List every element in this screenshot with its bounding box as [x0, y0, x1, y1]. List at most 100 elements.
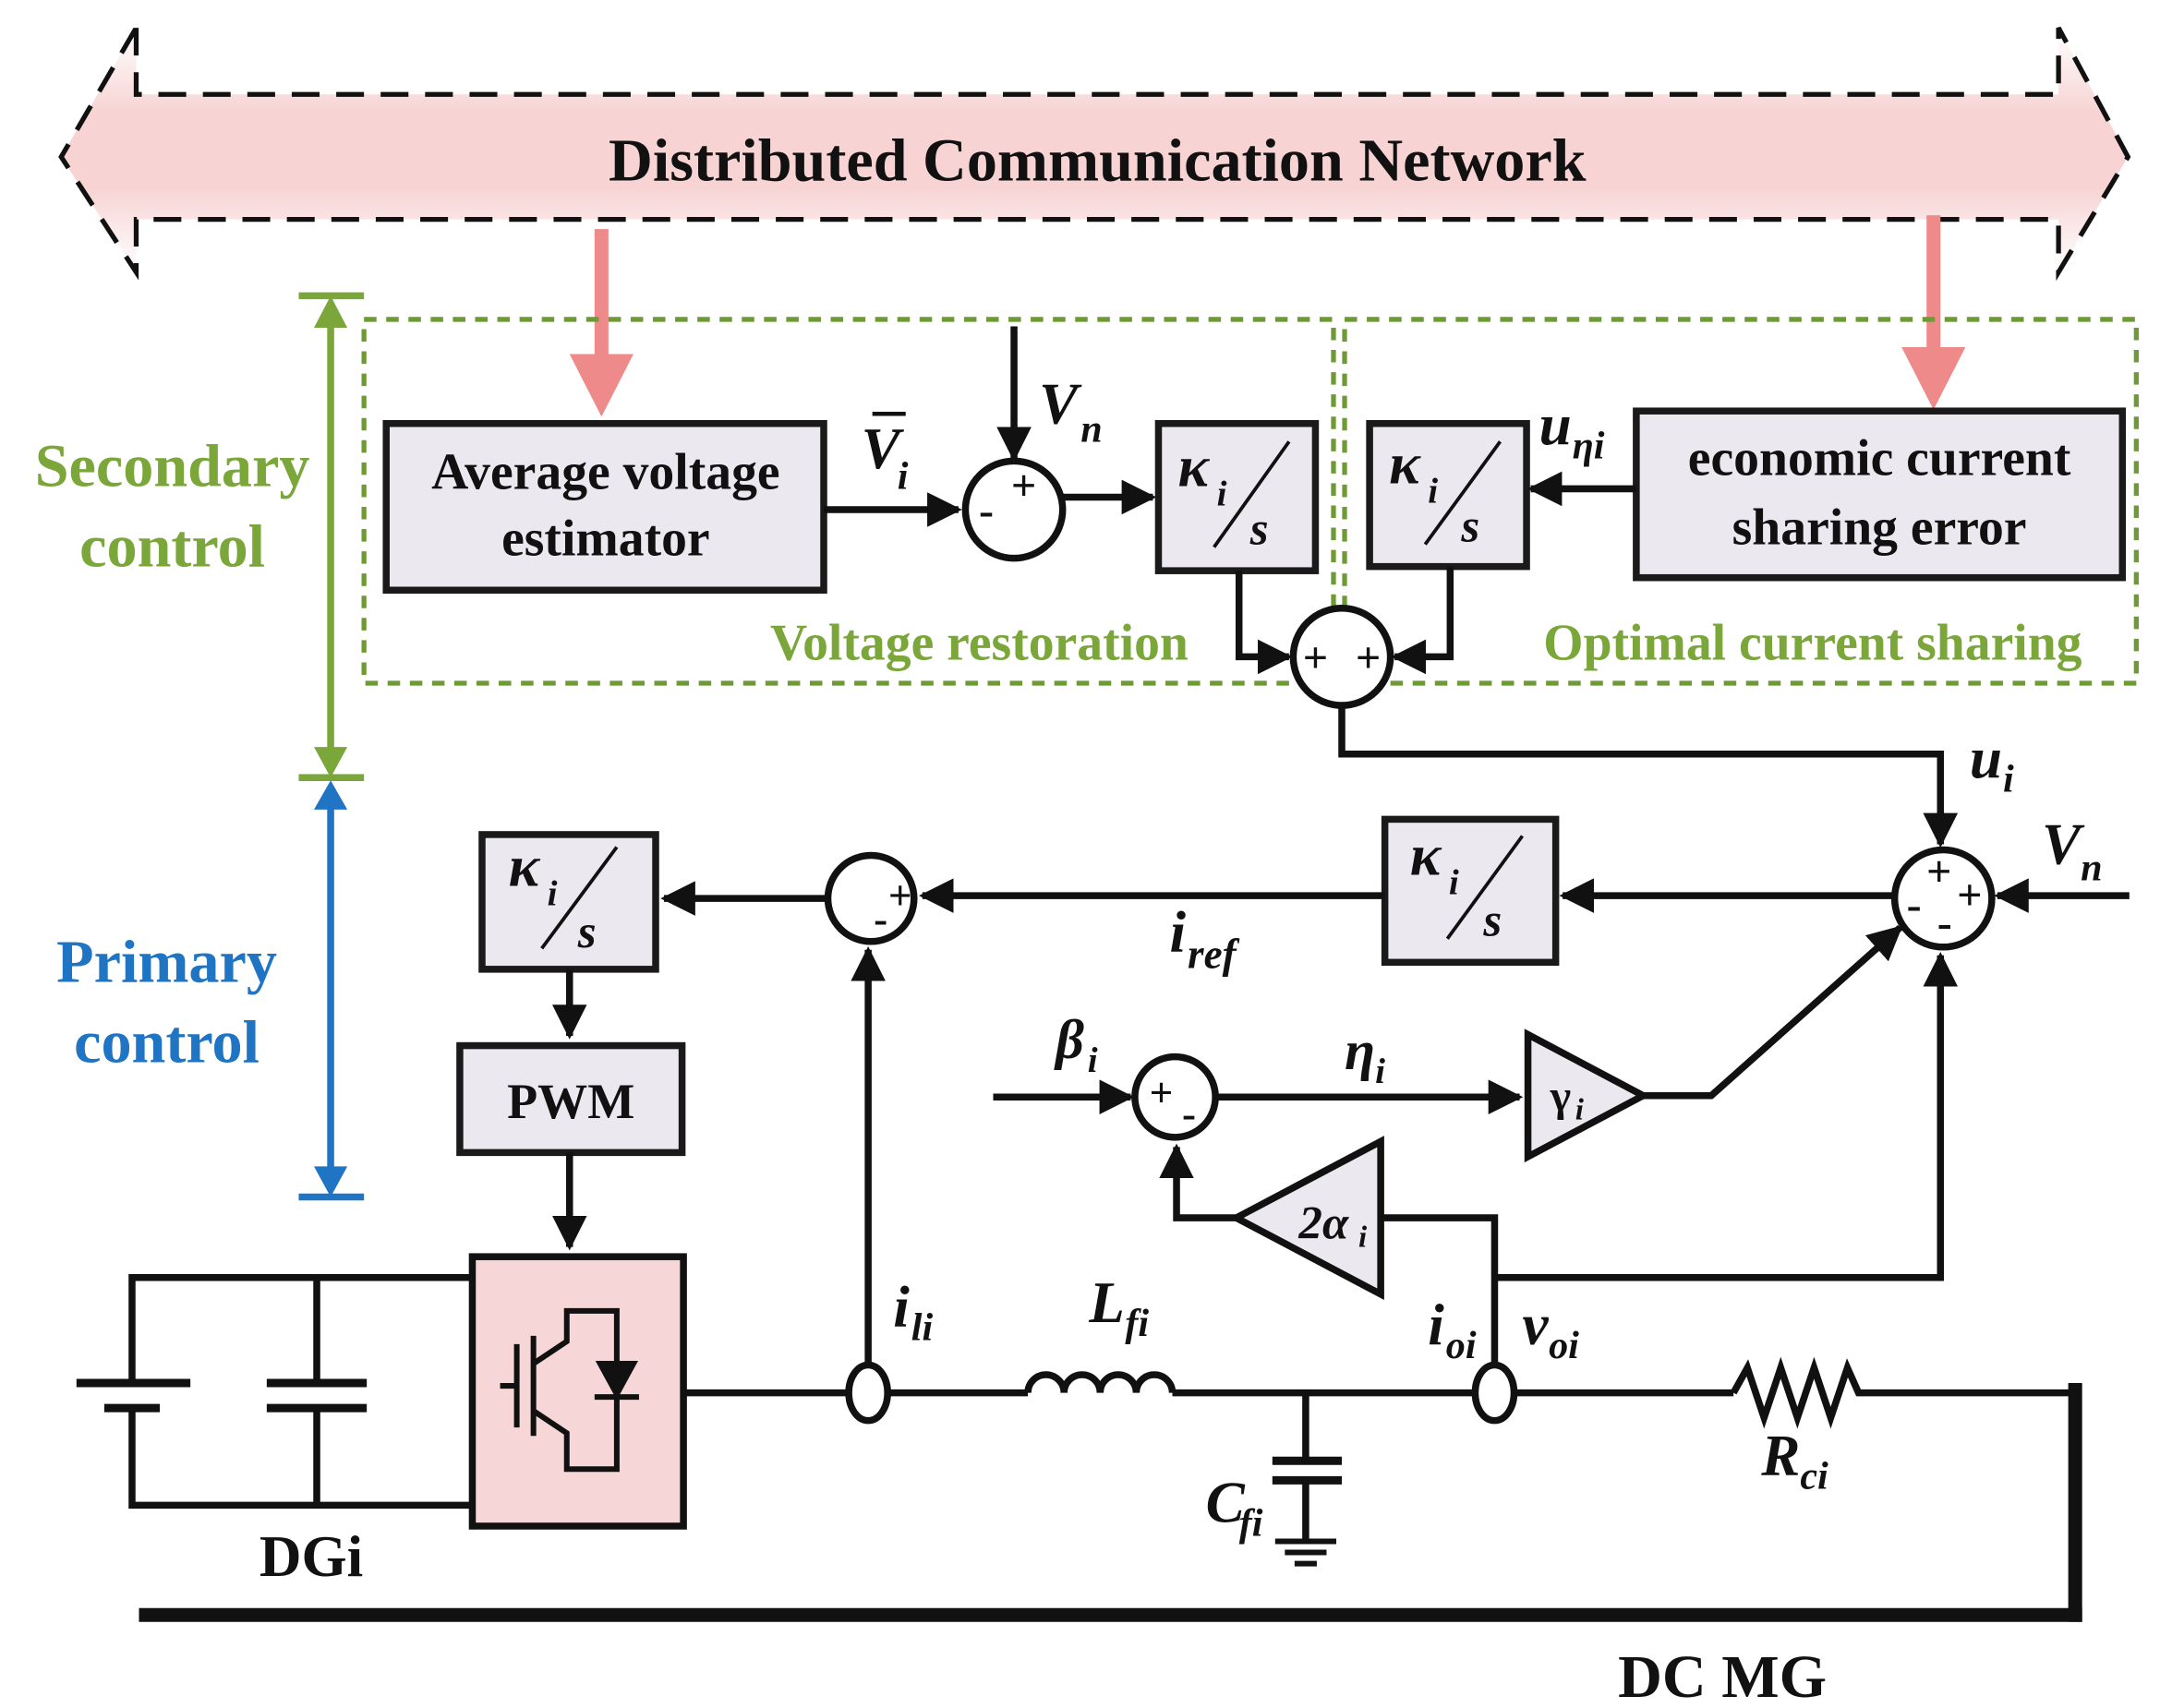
sum-sign: + [1150, 1070, 1174, 1116]
beta-label: β [1054, 1009, 1084, 1071]
ili-label: i [893, 1274, 910, 1339]
secondary-control-label: Secondary [35, 432, 310, 499]
gamma-to-s3-wire [1643, 924, 1903, 1100]
cfi-label: C [1206, 1470, 1246, 1534]
voltage-error-sum [961, 457, 1067, 562]
level-indicator [298, 292, 365, 1201]
inductor-icon [1024, 1371, 1177, 1393]
ground-icon [1274, 1538, 1337, 1567]
lfi-label: L [1088, 1270, 1125, 1335]
sum-sign: + [1011, 461, 1036, 510]
ioi-subscript: oi [1446, 1324, 1477, 1367]
ui-label: u [1970, 726, 2002, 790]
controller-denominator: s [1249, 503, 1269, 556]
iref-label: i [1170, 899, 1187, 964]
sum-sign: - [1937, 898, 1952, 947]
controller-numerator: κ [1178, 434, 1211, 499]
eta-subscript: i [1375, 1052, 1385, 1091]
dc-source-bottom-wire [128, 1408, 473, 1510]
communication-network: Distributed Communication Network [58, 18, 2131, 417]
cfi-subscript: fi [1239, 1501, 1263, 1545]
sum-sign: - [979, 487, 994, 535]
line-resistor-icon [1730, 1356, 2076, 1429]
gamma-gain-subscript: i [1575, 1093, 1585, 1126]
lfi-subscript: fi [1125, 1302, 1149, 1345]
ili-current-sensor [845, 1361, 891, 1425]
pwm-block [456, 1041, 686, 1157]
u-eta-label: u [1539, 392, 1572, 457]
sum-sign: - [1907, 881, 1922, 930]
avg-estimator-label-2: estimator [501, 511, 710, 568]
controller-numerator-sub: i [1449, 863, 1459, 903]
primary-control-label-2: control [74, 1009, 259, 1077]
igbt-diode-icon [500, 1307, 639, 1473]
sum-sign: + [888, 872, 912, 919]
sharing-controller-block [1366, 419, 1530, 571]
sum-sign: + [1303, 633, 1328, 682]
ioi-label: i [1428, 1293, 1444, 1357]
controller-denominator: s [1482, 895, 1502, 947]
ioi-feedback-wire [1381, 1214, 1499, 1365]
ui-wire [1338, 705, 1959, 848]
network-arrowhead-left [569, 354, 634, 417]
network-band [58, 18, 2131, 282]
dc-mg-label: DC MG [1618, 1643, 1827, 1708]
network-arrowhead-right [1901, 347, 1966, 410]
controller-numerator-sub: i [1217, 474, 1227, 513]
dc-source-top-wire [128, 1273, 473, 1384]
sum-sign: - [1182, 1090, 1196, 1137]
pwm-label: PWM [507, 1074, 634, 1129]
vn-right-subscript: n [2081, 847, 2102, 890]
cost-sum [1131, 1052, 1219, 1141]
avg-estimator-label-1: Average voltage [431, 443, 779, 500]
alpha-to-s5-wire [1159, 1143, 1237, 1221]
alpha-gain-subscript: i [1358, 1221, 1368, 1255]
controller-numerator: κ [1410, 824, 1442, 888]
controller-numerator-sub: i [1428, 471, 1438, 511]
vn-top-label: V [1039, 372, 1082, 437]
converter-block [468, 1253, 687, 1530]
economic-error-label-2: sharing error [1732, 499, 2027, 557]
rci-subscript: ci [1800, 1454, 1828, 1498]
gamma-gain-label: γ [1550, 1072, 1572, 1121]
network-label: Distributed Communication Network [609, 127, 1587, 195]
voi-feedback-wire [1494, 952, 1959, 1281]
controller-numerator: κ [1389, 431, 1421, 496]
current-controller-block [478, 831, 659, 973]
controller-numerator-sub: i [548, 874, 558, 914]
sum-sign: + [1356, 633, 1381, 682]
k1-to-s2-wire [1235, 571, 1293, 675]
vbar-signal-subscript: i [898, 454, 909, 498]
current-sharing-label: Optimal current sharing [1543, 614, 2082, 671]
economic-sharing-error-block [1633, 407, 2127, 582]
ui-subscript: i [2003, 757, 2014, 800]
gamma-gain-block [1524, 1028, 1651, 1163]
voltage-restoration-label: Voltage restoration [770, 614, 1189, 671]
voi-label: v [1523, 1293, 1550, 1357]
rci-label: R [1760, 1423, 1800, 1487]
controller-denominator: s [1460, 500, 1479, 553]
sum-sign: + [1926, 848, 1951, 896]
primary-voltage-controller-block [1381, 815, 1560, 967]
alpha-gain-label: 2α [1297, 1197, 1349, 1250]
voltage-controller-block [1154, 419, 1320, 574]
k2-to-s2-wire [1391, 566, 1454, 675]
vn-top-subscript: n [1080, 407, 1102, 451]
controller-numerator: κ [509, 835, 541, 899]
sum-sign: + [1957, 871, 1982, 920]
primary-control-label: Primary [56, 928, 277, 995]
economic-error-label-1: economic current [1688, 429, 2071, 487]
ili-subscript: li [911, 1305, 934, 1349]
ioi-current-sensor [1471, 1361, 1518, 1425]
vbar-signal-label: V [862, 416, 905, 481]
controller-denominator: s [577, 906, 597, 958]
u-eta-subscript: ηi [1573, 424, 1605, 467]
eta-label: η [1345, 1020, 1375, 1082]
voi-subscript: oi [1549, 1324, 1579, 1367]
dgi-label: DGi [259, 1524, 363, 1589]
sum-sign: - [874, 896, 887, 943]
beta-subscript: i [1088, 1040, 1098, 1080]
vn-right-label: V [2042, 812, 2085, 877]
secondary-control-label-2: control [79, 513, 265, 581]
